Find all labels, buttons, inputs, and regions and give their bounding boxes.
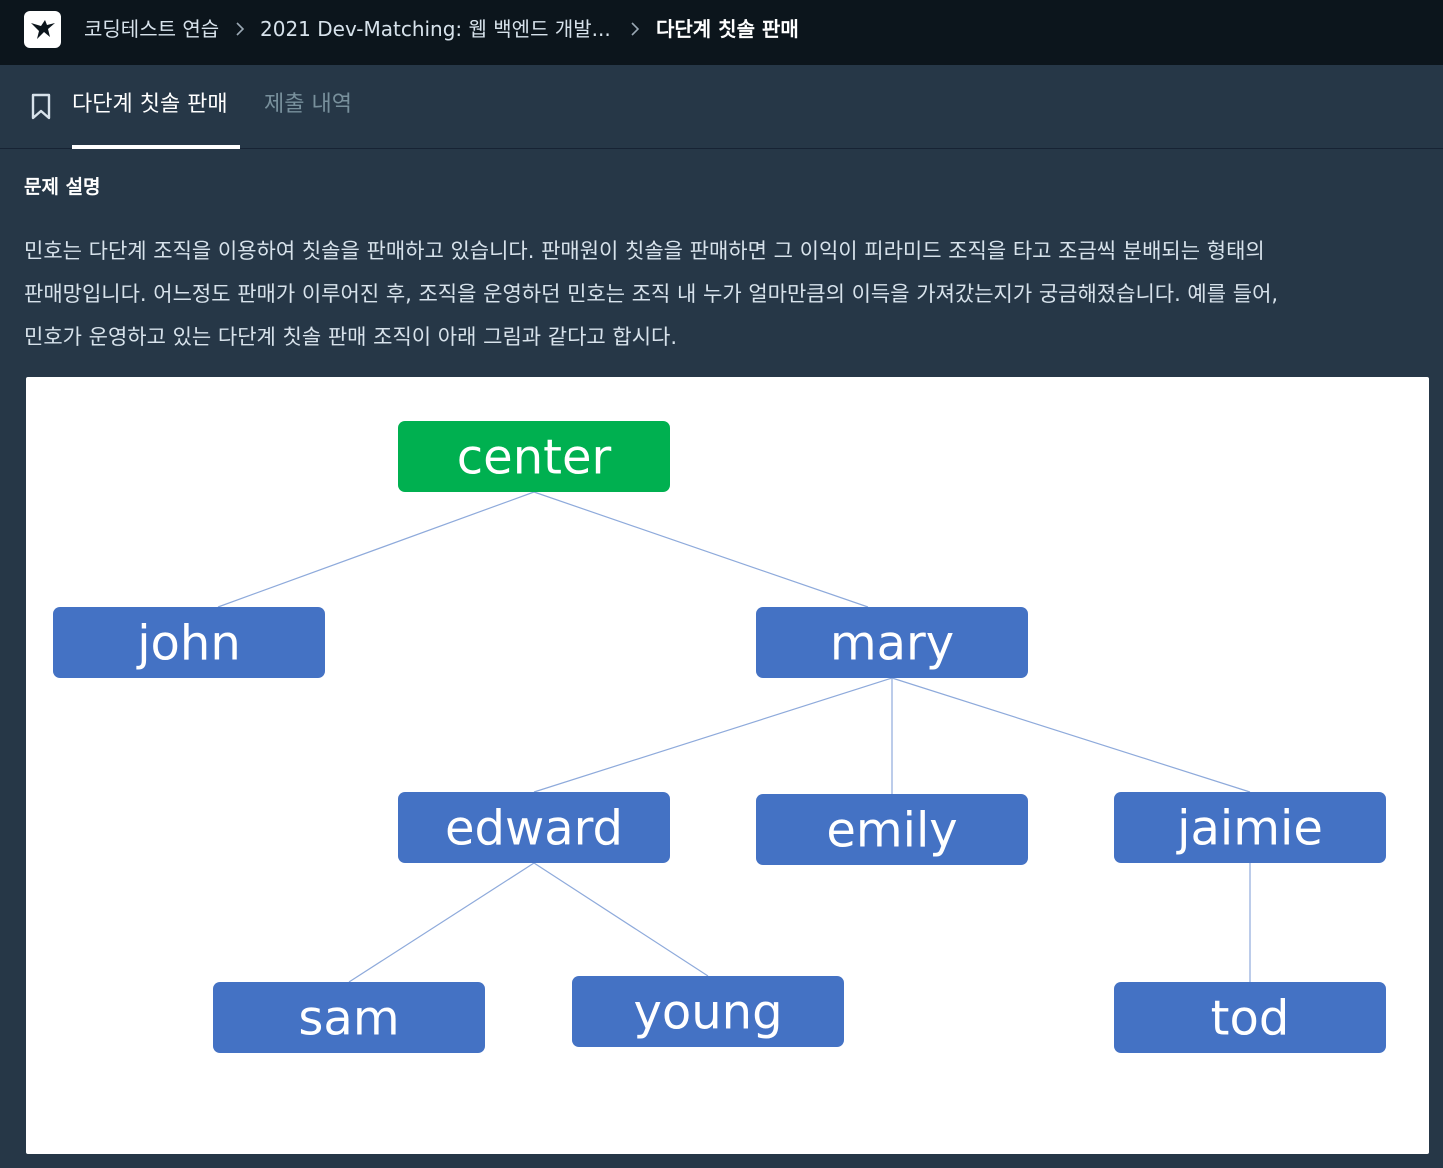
programmers-logo-icon[interactable] bbox=[24, 11, 61, 48]
section-title: 문제 설명 bbox=[24, 176, 101, 198]
tree-node-label: emily bbox=[826, 803, 957, 859]
description-line: 민호가 운영하고 있는 다단계 칫솔 판매 조직이 아래 그림과 같다고 합시다… bbox=[24, 325, 678, 349]
tree-edge-center-john bbox=[217, 491, 535, 608]
organization-tree-figure: center john mary edward emily jaimie sam young t… bbox=[26, 377, 1429, 1154]
top-navigation-bar: 코딩테스트 연습 2021 Dev-Matching: 웹 백엔드 개발... … bbox=[0, 0, 1443, 65]
tree-node-label: young bbox=[633, 985, 782, 1041]
description-line: 민호는 다단계 조직을 이용하여 칫솔을 판매하고 있습니다. 판매원이 칫솔을… bbox=[24, 239, 1265, 263]
tree-node-box bbox=[756, 607, 1028, 678]
tree-node-label: jaimie bbox=[1176, 801, 1323, 857]
tree-node-box bbox=[1114, 792, 1386, 863]
tree-node-jaimie: jaimie bbox=[1114, 792, 1386, 863]
tree-node-edward: edward bbox=[398, 792, 670, 863]
breadcrumb-item-dev-matching[interactable]: 2021 Dev-Matching: 웹 백엔드 개발... bbox=[260, 17, 611, 41]
chevron-right-icon bbox=[631, 22, 640, 36]
breadcrumb-item-coding-test[interactable]: 코딩테스트 연습 bbox=[84, 17, 220, 41]
organization-tree-diagram: center john mary edward emily jaimie sam young t… bbox=[53, 421, 1386, 1053]
tree-node-center: center bbox=[398, 421, 670, 492]
active-tab-indicator bbox=[72, 145, 240, 149]
tree-node-box bbox=[213, 982, 485, 1053]
tree-edge-edward-young bbox=[533, 862, 709, 977]
tree-node-label: tod bbox=[1211, 991, 1290, 1047]
chevron-right-icon bbox=[236, 22, 245, 36]
tree-node-label: sam bbox=[298, 991, 399, 1047]
tree-node-box bbox=[398, 421, 670, 492]
tree-node-john: john bbox=[53, 607, 325, 678]
tree-node-label: john bbox=[136, 616, 241, 672]
tree-node-box bbox=[572, 976, 844, 1047]
tree-edge-mary-edward bbox=[533, 677, 893, 793]
tree-node-label: mary bbox=[830, 616, 954, 672]
description-line: 판매망입니다. 어느정도 판매가 이루어진 후, 조직을 운영하던 민호는 조직… bbox=[24, 282, 1279, 306]
bookmark-icon[interactable] bbox=[30, 93, 52, 121]
tree-edge-mary-jaimie bbox=[891, 677, 1251, 793]
breadcrumb-item-current-problem: 다단계 칫솔 판매 bbox=[656, 17, 799, 41]
tree-node-label: edward bbox=[445, 801, 623, 857]
tree-node-sam: sam bbox=[213, 982, 485, 1053]
tab-submission-history[interactable]: 제출 내역 bbox=[264, 92, 352, 117]
tree-node-mary: mary bbox=[756, 607, 1028, 678]
tree-node-tod: tod bbox=[1114, 982, 1386, 1053]
tree-node-box bbox=[756, 794, 1028, 865]
tree-edge-center-mary bbox=[533, 491, 869, 608]
tree-node-label: center bbox=[457, 430, 612, 486]
tree-node-emily: emily bbox=[756, 794, 1028, 865]
tree-edge-edward-sam bbox=[348, 862, 535, 983]
tree-node-box bbox=[1114, 982, 1386, 1053]
tab-problem[interactable]: 다단계 칫솔 판매 bbox=[72, 92, 228, 117]
problem-tab-bar bbox=[0, 65, 1443, 149]
tree-node-young: young bbox=[572, 976, 844, 1047]
tree-node-box bbox=[53, 607, 325, 678]
tree-node-box bbox=[398, 792, 670, 863]
